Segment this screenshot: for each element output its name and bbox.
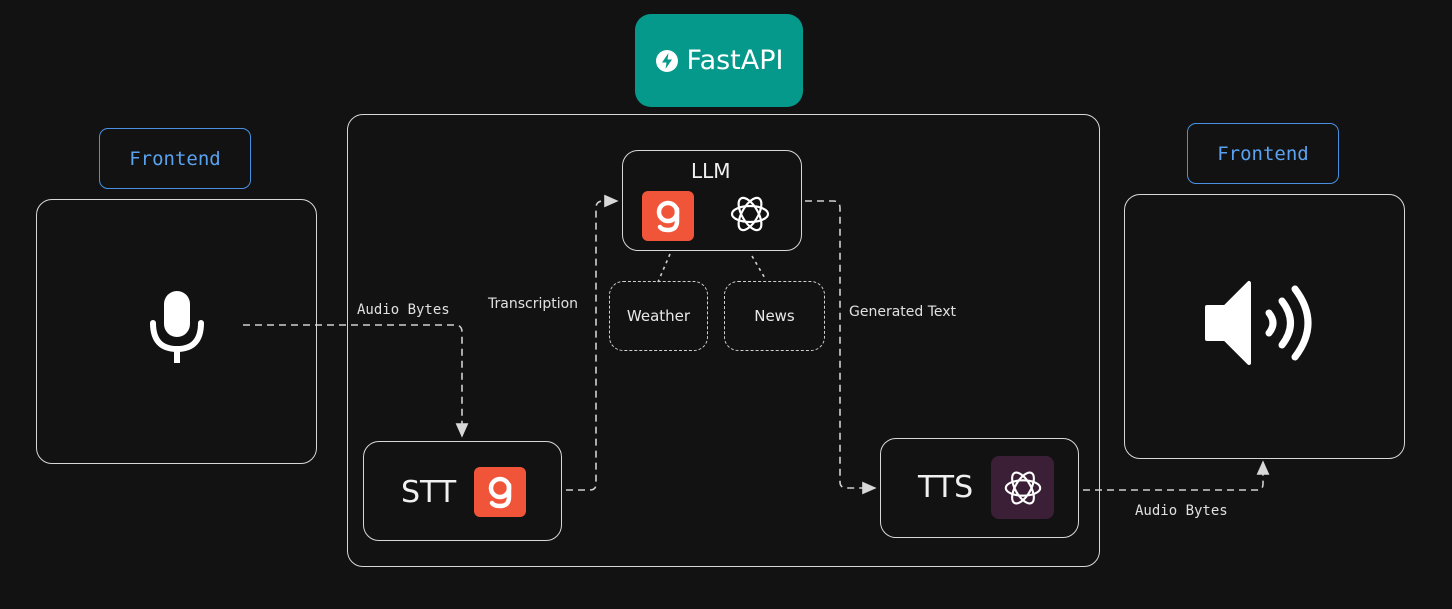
edge-llm-to-weather — [657, 253, 671, 283]
tool-news-label: News — [754, 307, 795, 325]
frontend-tag-left-label: Frontend — [129, 147, 221, 170]
groq-logo — [474, 467, 526, 517]
tool-weather-label: Weather — [626, 307, 691, 325]
edge-tts-to-speaker — [1083, 460, 1270, 491]
stt-title: STT — [401, 475, 457, 510]
edge-mic-to-stt — [243, 324, 469, 438]
microphone-icon — [150, 291, 204, 363]
bolt-icon — [655, 49, 678, 72]
groq-g-icon — [488, 476, 512, 509]
edge-label-generated-text: Generated Text — [849, 304, 957, 320]
backend-container — [347, 114, 1100, 567]
tts-title: TTS — [918, 470, 974, 505]
tool-weather: Weather — [609, 281, 708, 351]
tts-box: TTS — [880, 438, 1079, 538]
fastapi-label: FastAPI — [686, 45, 784, 76]
speaker-icon — [1205, 281, 1312, 365]
edge-llm-to-news — [751, 255, 767, 281]
llm-box: LLM — [622, 150, 802, 251]
frontend-tag-left: Frontend — [99, 128, 251, 189]
edge-llm-to-tts — [805, 200, 877, 495]
groq-logo — [642, 191, 694, 241]
stt-box: STT — [363, 441, 562, 541]
edge-stt-to-llm — [566, 194, 619, 491]
tool-news: News — [724, 281, 825, 351]
openai-icon — [1004, 471, 1041, 504]
openai-logo — [991, 456, 1054, 519]
frontend-tag-right-label: Frontend — [1217, 142, 1309, 165]
groq-g-icon — [656, 200, 680, 233]
frontend-tag-right: Frontend — [1187, 123, 1339, 184]
openai-icon — [730, 196, 770, 232]
microphone-panel — [36, 199, 317, 464]
edge-label-audio-bytes-out: Audio Bytes — [1135, 503, 1228, 519]
speaker-panel — [1124, 194, 1405, 459]
fastapi-badge: FastAPI — [635, 14, 803, 107]
edge-label-transcription: Transcription — [488, 296, 579, 312]
edge-label-audio-bytes-in: Audio Bytes — [357, 302, 450, 318]
llm-title: LLM — [691, 159, 731, 183]
